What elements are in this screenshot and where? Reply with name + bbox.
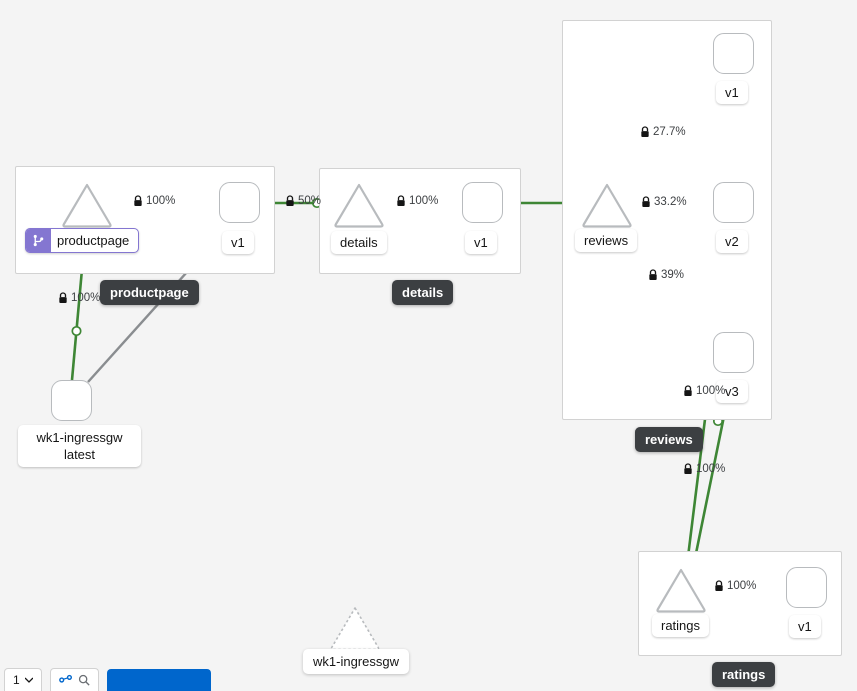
edge-label-reviews-v2-to-ratings: 100% — [683, 463, 725, 475]
node-label-reviews-v1: v1 — [716, 81, 748, 104]
edge-label-reviews-v3-to-ratings: 100% — [683, 385, 725, 397]
zoom-control-button[interactable]: 1 — [4, 668, 42, 691]
group-label-text: details — [402, 285, 444, 300]
node-label-text: v1 — [798, 619, 812, 634]
node-label-text: ratings — [661, 618, 701, 633]
edge-label-text: 100% — [146, 195, 176, 207]
lock-icon — [649, 269, 657, 280]
legend-button[interactable] — [49, 668, 99, 691]
code-branch-icon — [26, 229, 51, 252]
node-label-reviews-v3: v3 — [716, 380, 748, 403]
lock-icon — [715, 580, 723, 591]
node-label-reviews-v2: v2 — [716, 230, 748, 253]
node-ratings-v1[interactable] — [786, 567, 827, 608]
node-label-text: v1 — [725, 85, 739, 100]
node-label-text: v2 — [725, 234, 739, 249]
group-label-productpage[interactable]: productpage — [100, 280, 199, 305]
group-label-text: reviews — [645, 432, 693, 447]
edge-label-text: 100% — [71, 292, 101, 304]
zoom-level-label: 1 — [13, 673, 20, 687]
lock-icon — [641, 126, 649, 137]
edge-label-ratings-svc-to-v1: 100% — [714, 580, 756, 592]
node-label-ratings-service: ratings — [652, 614, 710, 637]
node-label-ratings-v1: v1 — [789, 615, 821, 638]
node-reviews-v1[interactable] — [713, 33, 754, 74]
group-label-reviews[interactable]: reviews — [635, 427, 703, 452]
node-label-text: v3 — [725, 384, 739, 399]
lock-icon — [397, 195, 405, 206]
edge-label-details-svc-to-v1: 100% — [396, 195, 438, 207]
node-label-text: v1 — [231, 235, 245, 250]
edge-label-productpage-v1-to-details: 50% — [285, 195, 321, 207]
node-label-line2: latest — [63, 447, 96, 462]
node-label-text: reviews — [584, 233, 629, 248]
edge-label-reviews-to-v1: 27.7% — [640, 126, 686, 138]
lock-icon — [684, 385, 692, 396]
node-label-wk1-ingressgw: wk1-ingressgw latest — [18, 425, 141, 467]
edge-label-text: 100% — [409, 195, 439, 207]
edge-label-productpage-svc-to-v1: 100% — [133, 195, 175, 207]
group-label-text: productpage — [110, 285, 189, 300]
node-reviews-service[interactable] — [581, 182, 633, 228]
node-label-productpage-v1: v1 — [222, 231, 254, 254]
edge-label-text: 100% — [696, 385, 726, 397]
edge-label-text: 100% — [696, 463, 726, 475]
node-productpage-service[interactable] — [61, 182, 113, 228]
node-label-text: wk1-ingressgw — [313, 654, 399, 669]
node-label-ghost-wk1-ingressgw: wk1-ingressgw — [303, 649, 409, 674]
edge-label-text: 33.2% — [654, 196, 687, 208]
group-label-details[interactable]: details — [392, 280, 454, 305]
edge-label-reviews-to-v3: 39% — [648, 269, 684, 281]
lock-icon — [59, 292, 67, 303]
node-label-text: details — [340, 235, 378, 250]
edge-label-reviews-to-v2: 33.2% — [641, 196, 687, 208]
chevron-down-icon — [24, 677, 33, 683]
lock-icon — [684, 463, 692, 474]
node-label-productpage-service: productpage — [25, 228, 140, 253]
lock-icon — [642, 196, 650, 207]
node-reviews-v2[interactable] — [713, 182, 754, 223]
node-details-v1[interactable] — [462, 182, 503, 223]
graph-toolbar[interactable]: 1 — [0, 665, 211, 691]
node-wk1-ingressgw[interactable] — [51, 380, 92, 421]
node-label-line1: wk1-ingressgw — [36, 430, 123, 445]
node-productpage-v1[interactable] — [219, 182, 260, 223]
edge-label-text: 27.7% — [653, 126, 686, 138]
node-ratings-service[interactable] — [655, 567, 707, 613]
node-label-text: productpage — [57, 233, 130, 248]
search-icon — [78, 674, 90, 686]
group-label-ratings[interactable]: ratings — [712, 662, 776, 687]
lock-icon — [134, 195, 142, 206]
group-label-text: ratings — [722, 667, 766, 682]
node-reviews-v3[interactable] — [713, 332, 754, 373]
edge-label-text: 100% — [727, 580, 757, 592]
node-label-reviews-service: reviews — [575, 229, 638, 252]
node-label-details-service: details — [331, 231, 387, 254]
legend-icon — [58, 674, 72, 683]
edge-label-ingressgw-to-productpage: 100% — [58, 292, 100, 304]
edge-label-text: 39% — [661, 269, 685, 281]
primary-action-button[interactable] — [106, 669, 211, 691]
node-label-text: v1 — [474, 235, 488, 250]
node-label-details-v1: v1 — [465, 231, 497, 254]
node-details-service[interactable] — [333, 182, 385, 228]
lock-icon — [286, 195, 294, 206]
edge-label-text: 50% — [298, 195, 322, 207]
